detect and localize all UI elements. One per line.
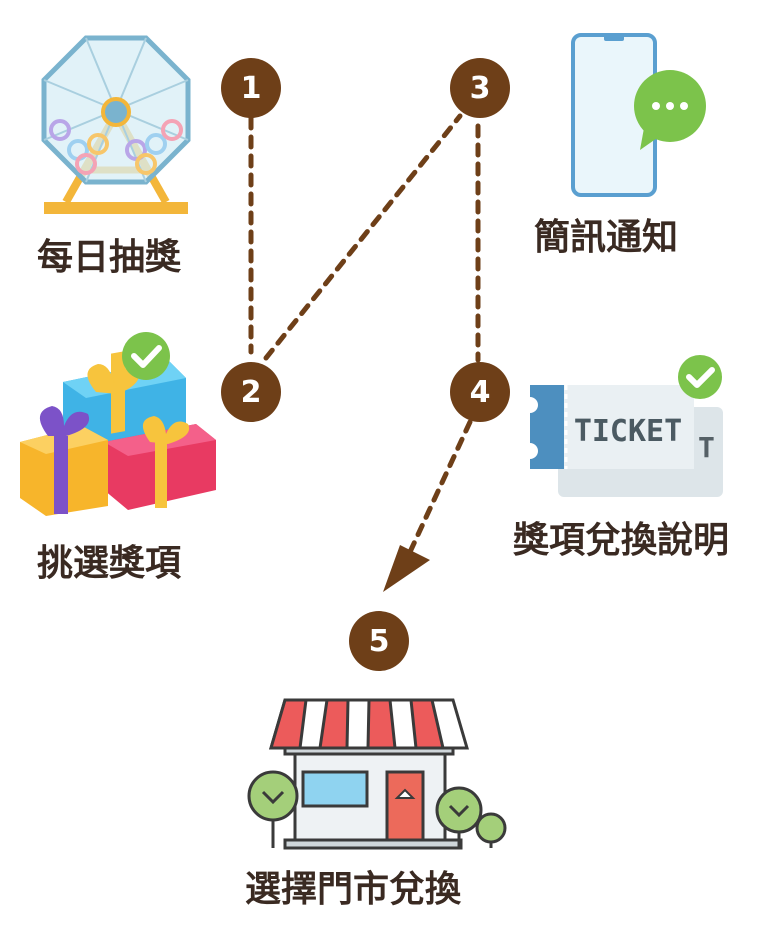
step-4-number: 4 [450,362,510,422]
ticket-text: TICKET [574,414,682,449]
step-2-number: 2 [221,362,281,422]
ticket-icon: T TICKET [522,355,723,497]
step-4-label: 獎項兌換說明 [513,520,730,561]
arrow-head-icon [383,545,430,592]
check-badge-icon [122,332,170,380]
store-icon [247,698,507,850]
lottery-drum-icon [41,35,191,214]
tree-icon [435,786,483,848]
tree-icon [475,812,507,848]
tree-icon [247,770,299,848]
check-badge-icon [678,355,722,399]
step-1-number: 1 [221,58,281,118]
step-5-number: 5 [349,611,409,671]
phone-message-icon [571,33,706,197]
connector-2-3 [263,113,463,361]
connector-4-5 [401,419,473,568]
step-3-label: 簡訊通知 [534,217,679,258]
step-3-number: 3 [450,58,510,118]
gift-boxes-icon [20,332,216,516]
step-2-label: 挑選獎項 [37,543,182,584]
svg-text:T: T [698,431,715,464]
step-1-label: 每日抽獎 [37,237,182,278]
step-5-label: 選擇門市兌換 [245,869,462,910]
